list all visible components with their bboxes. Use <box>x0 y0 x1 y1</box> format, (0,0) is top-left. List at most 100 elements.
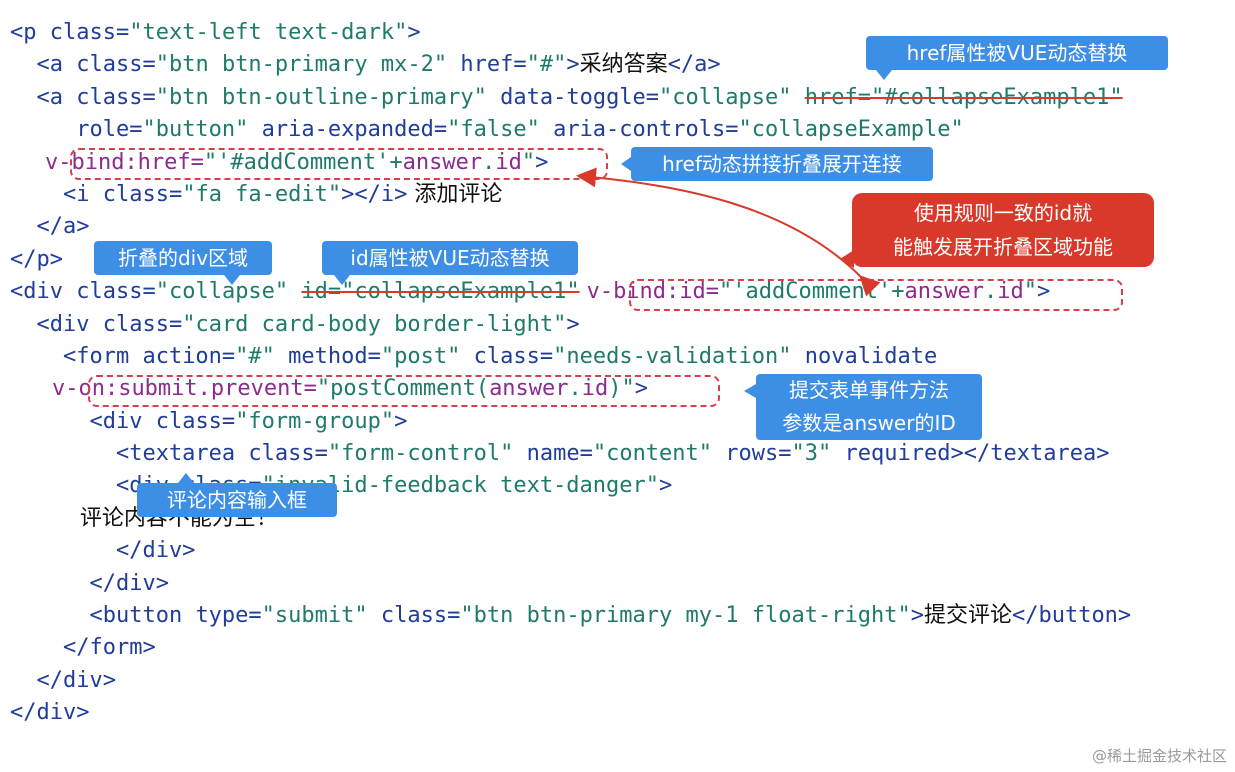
code-token: "btn btn-primary mx-2" <box>155 52 448 78</box>
code-token: answer <box>402 149 483 175</box>
code-token: "form-group" <box>235 408 395 434</box>
code-token: ></textarea> <box>950 441 1110 467</box>
code-line: </a> <box>10 211 1131 243</box>
code-token: "collapse" <box>659 84 805 110</box>
code-token: "button" <box>142 117 249 143</box>
code-token: ></i> <box>341 181 408 207</box>
code-line: <a class="btn btn-outline-primary" data-… <box>10 82 1131 114</box>
code-token: "#" <box>526 52 567 78</box>
code-token: </div> <box>10 538 196 564</box>
code-line: </div> <box>10 535 1131 567</box>
code-token: </div> <box>10 570 169 596</box>
code-token: data-toggle= <box>486 84 660 110</box>
highlight-von-submit <box>88 375 720 407</box>
code-token: "submit" <box>261 603 368 629</box>
code-token: 采纳答案 <box>579 52 668 78</box>
code-token: </a> <box>667 52 721 78</box>
code-token: id <box>997 279 1024 305</box>
code-token: "form-control" <box>327 441 514 467</box>
code-token: class= <box>102 181 183 207</box>
code-line: </form> <box>10 632 1131 664</box>
code-token: "collapse" <box>155 279 302 305</box>
code-line: <textarea class="form-control" name="con… <box>10 438 1131 470</box>
code-token: "3" <box>791 441 832 467</box>
code-line: <button type="submit" class="btn btn-pri… <box>10 600 1131 632</box>
callout-submit-method: 提交表单事件方法参数是answer的ID <box>756 374 982 440</box>
code-token: class= <box>367 603 461 629</box>
code-token: action= <box>142 343 236 369</box>
code-token: > <box>566 52 580 78</box>
code-token: )" <box>608 376 635 402</box>
code-token: <i <box>10 181 103 207</box>
code-token: <textarea <box>10 441 249 467</box>
highlight-vbind-href <box>70 148 608 180</box>
code-token: "content" <box>592 441 713 467</box>
code-token: class= <box>76 84 156 110</box>
callout-id-replaced: id属性被VUE动态替换 <box>322 241 578 275</box>
code-token: " <box>521 149 536 175</box>
code-line: <div class="card card-body border-light"… <box>10 309 1131 341</box>
code-token: </p> <box>10 246 63 272</box>
code-token: class= <box>248 441 328 467</box>
code-token: "postComment( <box>316 376 490 402</box>
code-token: type= <box>195 603 262 629</box>
code-line: role="button" aria-expanded="false" aria… <box>10 114 1131 146</box>
code-token: <a <box>10 52 77 78</box>
code-token: . <box>482 149 496 175</box>
code-token: " <box>1023 279 1037 305</box>
code-token: "false" <box>447 117 540 143</box>
code-token: rows= <box>712 441 792 467</box>
callout-id-rule: 使用规则一致的id就能触发展开折叠区域功能 <box>852 193 1154 267</box>
code-token: "'#addComment'+ <box>203 149 403 175</box>
code-token: method= <box>274 343 381 369</box>
code-token: "needs-validation" <box>553 343 792 369</box>
code-token: > <box>910 603 924 629</box>
code-token: id <box>581 376 609 402</box>
code-token: class= <box>76 279 156 305</box>
code-line: <p class="text-left text-dark"> <box>10 17 1131 49</box>
code-token: "btn btn-outline-primary" <box>155 84 487 110</box>
code-token: aria-controls= <box>539 117 739 143</box>
code-line: </div> <box>10 568 1131 600</box>
code-line: <a class="btn btn-primary mx-2" href="#"… <box>10 49 1131 81</box>
code-token: . <box>568 376 582 402</box>
code-token: answer <box>904 279 984 305</box>
code-token: class= <box>155 408 236 434</box>
code-token: <div <box>10 408 156 434</box>
code-token: > <box>1036 279 1051 305</box>
code-token: </button> <box>1011 603 1132 629</box>
code-token: class= <box>49 20 130 45</box>
code-token: 添加评论 <box>407 181 503 207</box>
watermark: @稀土掘金技术社区 <box>1091 747 1227 765</box>
code-token: <div <box>10 279 77 305</box>
code-token: 提交评论 <box>923 603 1012 629</box>
code-token: > <box>535 149 549 175</box>
code-token: role= <box>10 117 143 143</box>
code-token: </div> <box>10 667 116 693</box>
code-token: "collapseExample" <box>738 117 964 143</box>
callout-collapse-div: 折叠的div区域 <box>94 241 272 275</box>
code-token: "#" <box>235 343 275 369</box>
code-token: > <box>566 311 580 337</box>
code-token: class= <box>460 343 554 369</box>
code-token: "fa fa-edit" <box>182 181 342 207</box>
callout-href-replaced: href属性被VUE动态替换 <box>866 36 1168 70</box>
code-token: href= <box>447 52 527 78</box>
code-token: <div <box>10 311 103 337</box>
code-token: > <box>659 473 673 499</box>
code-token: <button <box>10 603 196 629</box>
code-token: > <box>394 408 408 434</box>
code-token: > <box>634 376 649 402</box>
code-token: novalidate <box>791 343 938 369</box>
code-line: <form action="#" method="post" class="ne… <box>10 341 1131 373</box>
code-token: "post" <box>380 343 461 369</box>
code-token: required <box>831 441 951 467</box>
code-token: id <box>495 149 522 175</box>
code-token: href="#collapseExample1" <box>804 84 1123 110</box>
code-token: > <box>407 20 421 45</box>
code-line: <div class="form-group"> <box>10 406 1131 438</box>
callout-href-concat: href动态拼接折叠展开连接 <box>631 147 933 181</box>
code-token: <p <box>10 20 50 45</box>
code-token: answer <box>489 376 569 402</box>
code-token: <a <box>10 84 77 110</box>
